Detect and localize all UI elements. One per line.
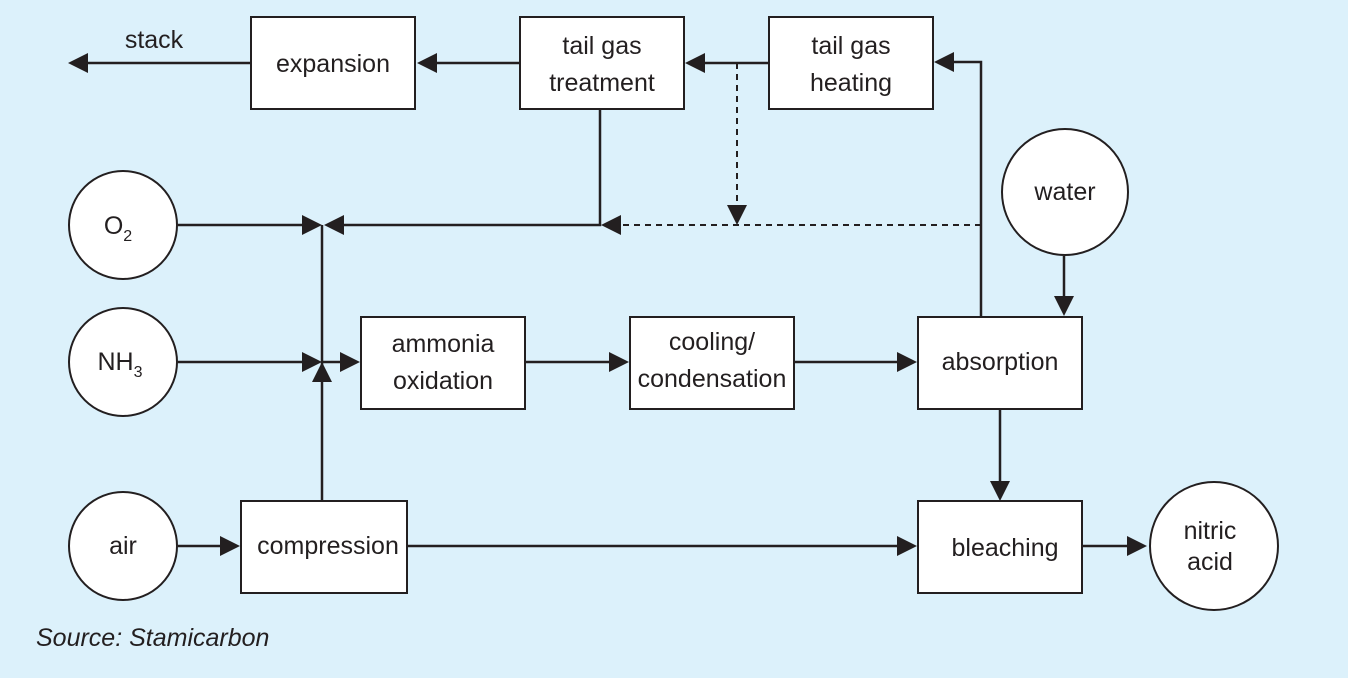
- arrow-water: [1054, 296, 1074, 316]
- input-ammonia-base: NH: [97, 348, 133, 376]
- arrow-cooling: [609, 352, 629, 372]
- node-absorption-label: absorption: [942, 348, 1059, 376]
- node-bleaching: bleaching: [917, 500, 1083, 594]
- node-ammonia-oxidation-line1: ammonia: [392, 330, 495, 358]
- arrow-bypass-down: [727, 205, 747, 225]
- node-tail-gas-heating: tail gas heating: [768, 16, 934, 110]
- arrow-bleaching: [897, 536, 917, 556]
- input-ammonia: NH3: [68, 307, 178, 417]
- node-ammonia-oxidation-line2: oxidation: [393, 367, 493, 395]
- flow-treatment-recycle: [342, 108, 602, 227]
- node-cooling-condensation: cooling/ condensation: [629, 316, 795, 410]
- node-cooling-condensation-line2: condensation: [638, 365, 787, 393]
- node-tail-gas-treatment-line2: treatment: [549, 69, 655, 97]
- node-bleaching-label: bleaching: [951, 534, 1058, 562]
- node-ammonia-oxidation: ammonia oxidation: [360, 316, 526, 410]
- node-tail-gas-treatment-line1: tail gas: [562, 32, 641, 60]
- node-tail-gas-heating-line1: tail gas: [811, 32, 890, 60]
- node-compression-label: compression: [257, 532, 399, 560]
- node-compression: compression: [240, 500, 408, 594]
- arrow-absorption: [897, 352, 917, 372]
- input-oxygen: O2: [68, 170, 178, 280]
- arrow-bleaching-down: [990, 481, 1010, 501]
- flow-connectors: [68, 52, 1147, 556]
- input-ammonia-label: NH3: [97, 348, 142, 381]
- arrow-stack: [68, 53, 88, 73]
- arrow-bypass-return: [601, 215, 621, 235]
- node-expansion: expansion: [250, 16, 416, 110]
- node-tail-gas-heating-line2: heating: [810, 69, 892, 97]
- input-oxygen-label: O2: [104, 212, 132, 245]
- arrow-expansion: [417, 53, 437, 73]
- input-ammonia-subscript: 3: [134, 364, 143, 381]
- input-oxygen-base: O: [104, 212, 123, 240]
- arrow-treatment: [685, 53, 705, 73]
- input-water-label: water: [1033, 178, 1095, 206]
- output-nitric-acid-line1: nitric: [1184, 517, 1237, 545]
- arrow-compression: [220, 536, 240, 556]
- arrow-nitric-acid: [1127, 536, 1147, 556]
- output-nitric-acid: nitric acid: [1149, 481, 1279, 611]
- output-stack-label: stack: [125, 26, 184, 54]
- output-nitric-acid-line2: acid: [1187, 548, 1233, 576]
- input-water: water: [1001, 128, 1129, 256]
- arrow-air-up: [312, 362, 332, 382]
- source-caption: Source: Stamicarbon: [36, 624, 270, 652]
- node-absorption: absorption: [917, 316, 1083, 410]
- node-tail-gas-treatment: tail gas treatment: [519, 16, 685, 110]
- arrow-oxygen: [302, 215, 322, 235]
- flow-absorption-to-heating: [952, 60, 983, 318]
- node-cooling-condensation-line1: cooling/: [669, 328, 755, 356]
- input-air-label: air: [109, 532, 137, 560]
- node-expansion-label: expansion: [276, 50, 390, 78]
- arrow-ammonia: [302, 352, 322, 372]
- arrow-recycle-main: [324, 215, 344, 235]
- arrow-oxidation: [340, 352, 360, 372]
- input-oxygen-subscript: 2: [123, 228, 132, 245]
- input-air: air: [68, 491, 178, 601]
- arrow-heating: [934, 52, 954, 72]
